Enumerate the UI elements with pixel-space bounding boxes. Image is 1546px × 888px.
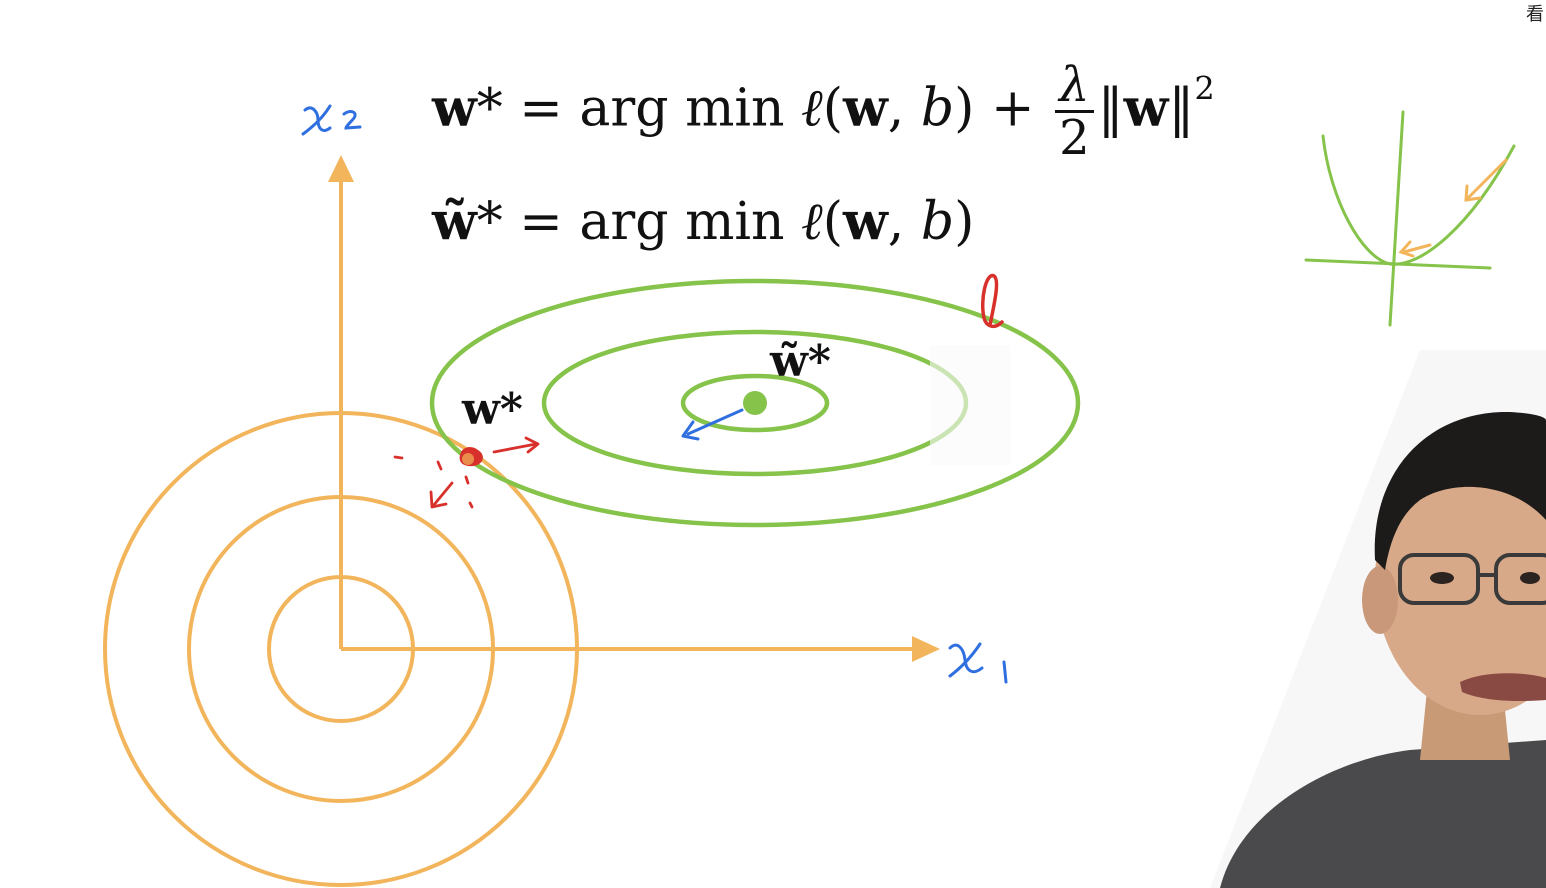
x1-axis-arrowhead xyxy=(912,636,940,662)
presenter-ear xyxy=(1362,566,1398,634)
x1-label-handwritten xyxy=(950,644,1006,682)
presenter-shirt xyxy=(1220,740,1546,888)
ellipse-overlay-patch xyxy=(930,345,1010,465)
ell-label-handwritten xyxy=(983,276,1002,327)
presenter-video xyxy=(1180,330,1546,888)
w-tilde-star-label: w̃* xyxy=(769,336,831,387)
loss-minimum-dot xyxy=(743,391,767,415)
presenter-illustration xyxy=(1180,330,1546,888)
ridge-solution-marker xyxy=(460,447,483,466)
x2-axis-arrowhead xyxy=(328,155,354,182)
axes xyxy=(328,155,940,662)
parabola-sketch xyxy=(1306,112,1514,325)
w-star-label: w* xyxy=(461,384,523,435)
x2-label-handwritten xyxy=(303,106,360,134)
